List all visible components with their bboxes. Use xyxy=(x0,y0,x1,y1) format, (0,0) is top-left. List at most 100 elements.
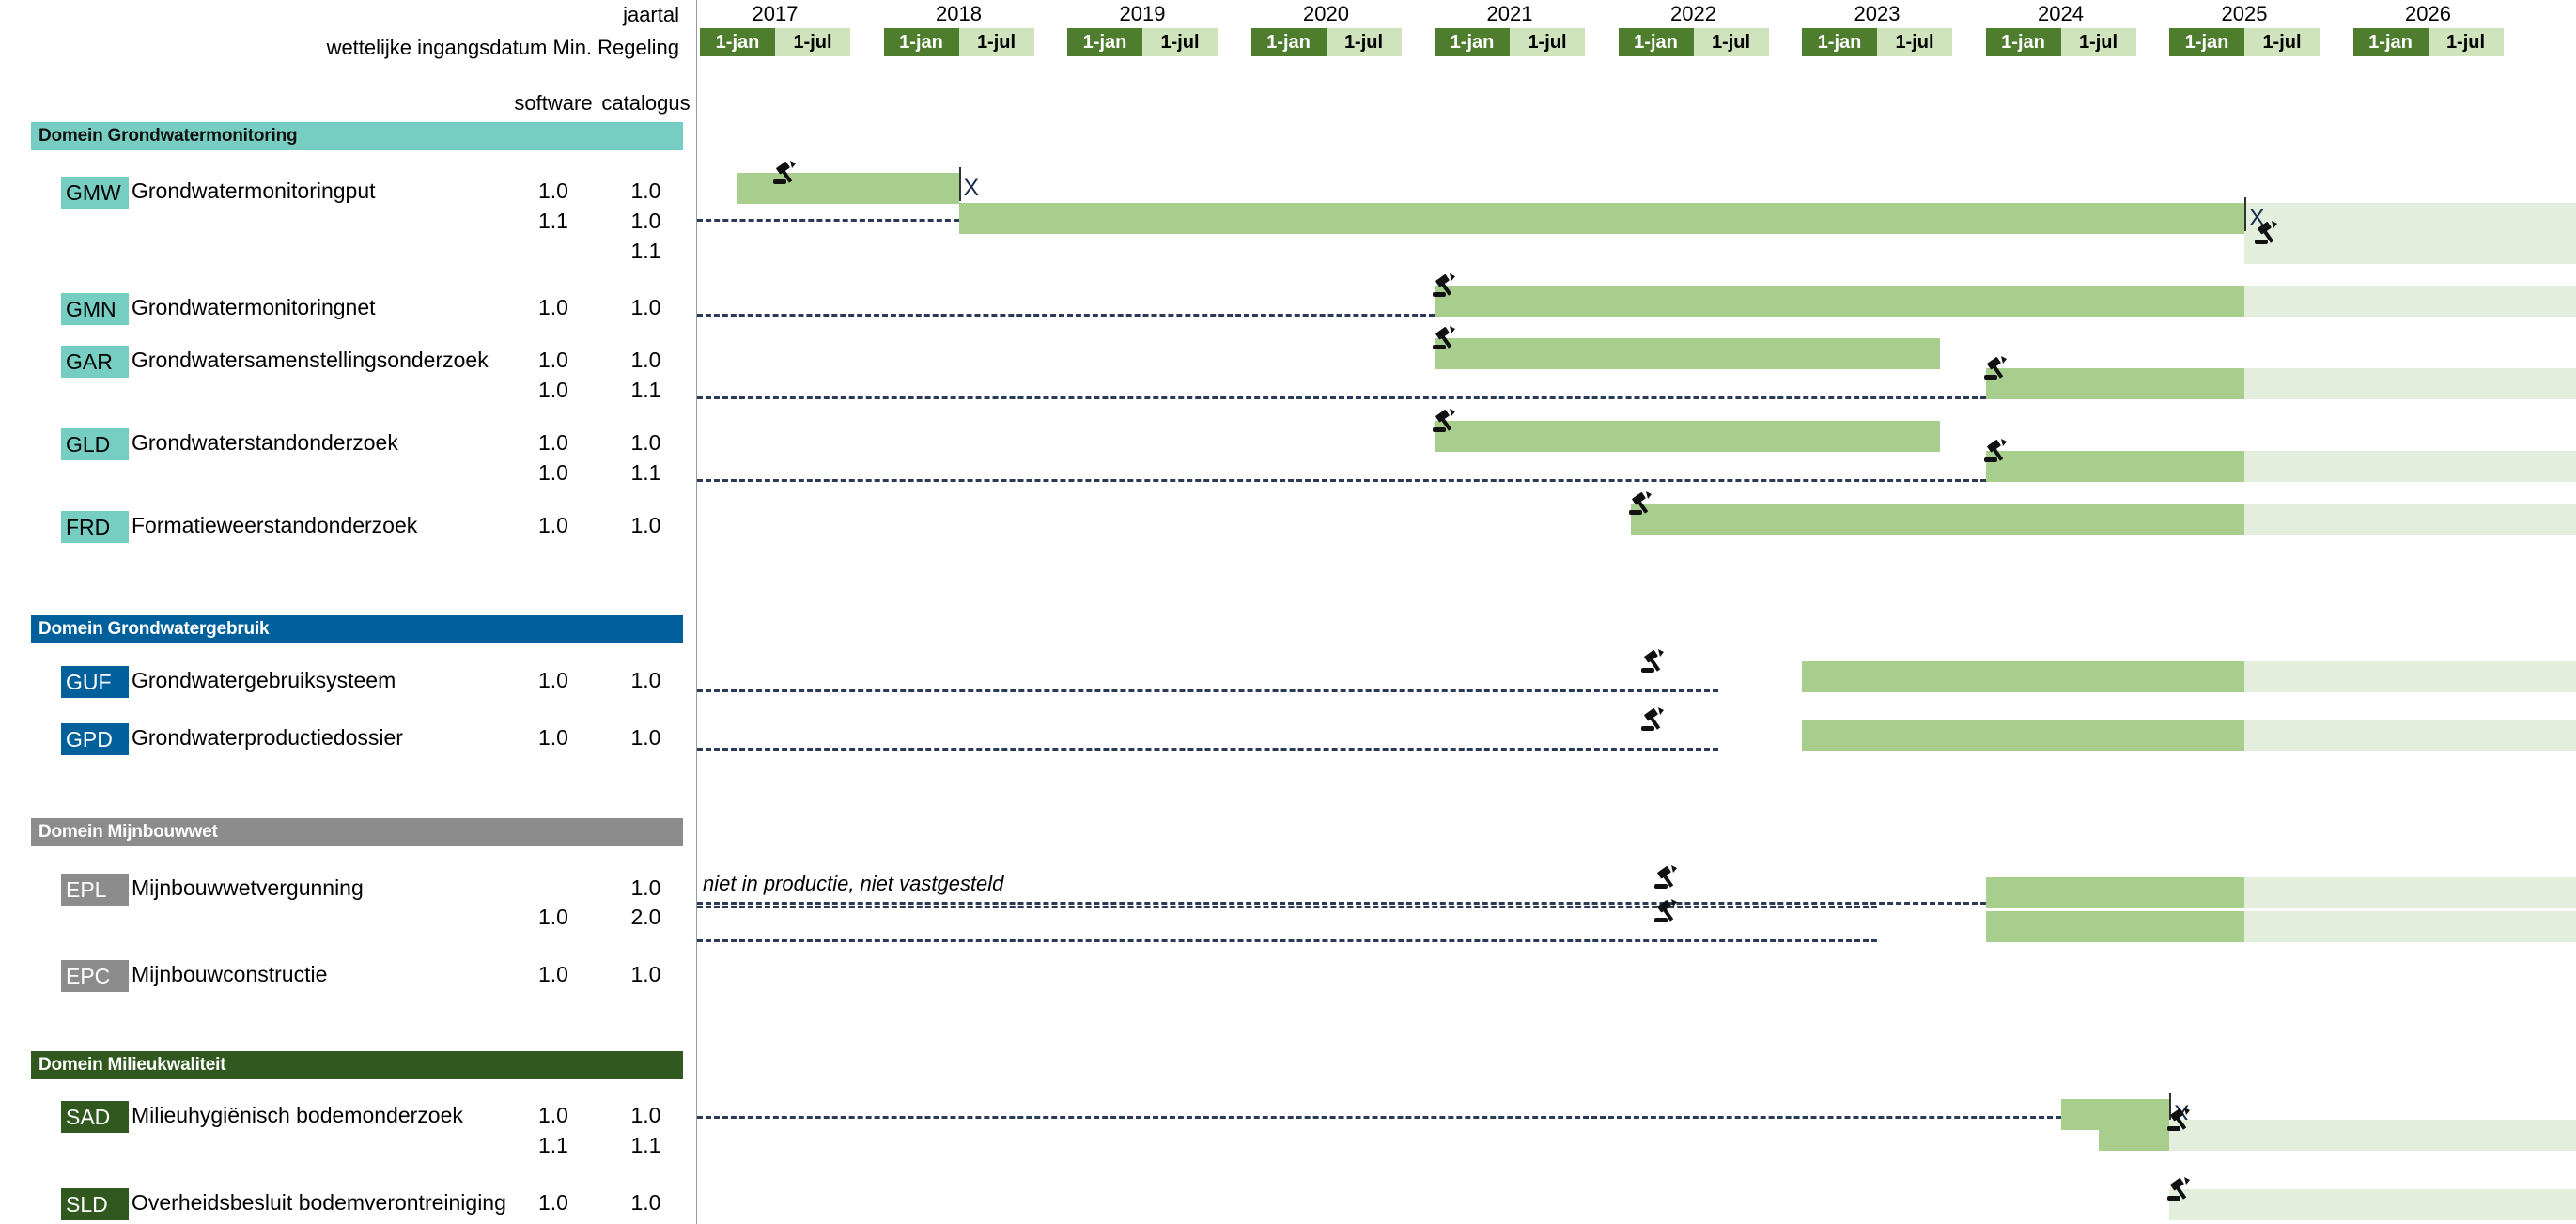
tick-2026-jan[interactable]: 1-jan xyxy=(2352,28,2429,56)
guf-software-v0: 1.0 xyxy=(538,668,568,692)
gavel-icon-epl-v1 xyxy=(1653,864,1684,892)
tick-2024-jan[interactable]: 1-jan xyxy=(1985,28,2061,56)
epc-catalogus-v0: 1.0 xyxy=(630,962,661,986)
dashed-baseline-epl-v1 xyxy=(697,906,1877,908)
tick-2017-jan[interactable]: 1-jan xyxy=(700,28,775,56)
x-marker-gmw-v1: X xyxy=(2249,205,2265,231)
tick-2020-jan[interactable]: 1-jan xyxy=(1250,28,1327,56)
object-code-frd: FRD xyxy=(61,511,129,543)
object-name-gmn: Grondwatermonitoringnet xyxy=(132,295,376,319)
version-boundary-line-gmw-v1 xyxy=(2244,197,2246,231)
dashed-baseline-epl-v0 xyxy=(697,902,2576,905)
bar-light-gld-v1[interactable] xyxy=(2244,451,2576,482)
tick-2017-jul[interactable]: 1-jul xyxy=(775,28,850,56)
bar-solid-epc-v0[interactable] xyxy=(1985,911,2244,942)
bar-solid-guf-v0[interactable] xyxy=(1802,661,2244,692)
bar-light-frd-v0[interactable] xyxy=(2244,504,2576,535)
bar-light-epl-v1[interactable] xyxy=(2244,877,2576,908)
gmw-catalogus-v1: 1.0 xyxy=(630,209,661,233)
tick-2021-jan[interactable]: 1-jan xyxy=(1435,28,1510,56)
tick-2020-jul[interactable]: 1-jul xyxy=(1326,28,1402,56)
domain-band-grondwatermonitoring: Domein Grondwatermonitoring xyxy=(31,122,683,150)
gar-software-v0: 1.0 xyxy=(538,348,568,372)
bar-light-guf-v0[interactable] xyxy=(2244,661,2576,692)
dashed-baseline-epc-v0 xyxy=(697,939,1877,942)
tick-2026-jul[interactable]: 1-jul xyxy=(2428,28,2504,56)
gmw-software-v0: 1.0 xyxy=(538,178,568,203)
catalogus-column-header: catalogus xyxy=(601,91,691,115)
bar-light-sld-v0[interactable] xyxy=(2169,1189,2576,1220)
year-label-2019: 2019 xyxy=(1119,2,1166,25)
object-code-gar: GAR xyxy=(61,346,129,378)
year-label-2021: 2021 xyxy=(1486,2,1533,25)
sld-software-v0: 1.0 xyxy=(538,1190,568,1215)
epl-catalogus-v0: 1.0 xyxy=(630,875,661,900)
gar-software-v1: 1.0 xyxy=(538,378,568,402)
bar-solid-sad-v1[interactable] xyxy=(2098,1120,2169,1151)
jaartal-header-label: jaartal xyxy=(623,3,679,26)
bar-solid-gar-v0[interactable] xyxy=(1435,338,1940,369)
sad-software-v0: 1.0 xyxy=(538,1103,568,1127)
epl-software-v1: 1.0 xyxy=(538,905,568,929)
gld-software-v0: 1.0 xyxy=(538,430,568,455)
bar-solid-gmn-v0[interactable] xyxy=(1435,286,2244,317)
tick-2018-jul[interactable]: 1-jul xyxy=(958,28,1034,56)
bar-solid-gld-v0[interactable] xyxy=(1435,421,1940,452)
gavel-icon-frd-v0 xyxy=(1627,490,1659,519)
bar-solid-gmw-v0[interactable] xyxy=(737,173,959,204)
bar-light-gmn-v0[interactable] xyxy=(2244,286,2576,317)
bar-light-gar-v1[interactable] xyxy=(2244,368,2576,399)
bar-light-sad-v1[interactable] xyxy=(2169,1120,2576,1151)
tick-2025-jan[interactable]: 1-jan xyxy=(2169,28,2244,56)
bar-solid-gpd-v0[interactable] xyxy=(1802,720,2244,751)
tick-2025-jul[interactable]: 1-jul xyxy=(2244,28,2320,56)
bar-light-gmw-v2[interactable] xyxy=(2244,233,2576,264)
object-code-epl: EPL xyxy=(61,874,129,906)
epc-software-v0: 1.0 xyxy=(538,962,568,986)
object-name-frd: Formatieweerstandonderzoek xyxy=(132,513,418,537)
gmw-catalogus-v0: 1.0 xyxy=(630,178,661,203)
tick-2024-jul[interactable]: 1-jul xyxy=(2060,28,2136,56)
tick-2019-jan[interactable]: 1-jan xyxy=(1067,28,1142,56)
dashed-baseline-gar-v1 xyxy=(697,396,1986,399)
object-code-sld: SLD xyxy=(61,1188,129,1220)
bar-solid-gld-v1[interactable] xyxy=(1985,451,2244,482)
object-code-guf: GUF xyxy=(61,666,129,698)
bar-solid-gmw-v1[interactable] xyxy=(958,203,2244,234)
gavel-icon-gar-v1 xyxy=(1982,355,2014,383)
object-name-sad: Milieuhygiënisch bodemonderzoek xyxy=(132,1103,463,1127)
gavel-icon-gpd-v0 xyxy=(1639,706,1671,735)
object-code-gpd: GPD xyxy=(61,723,129,755)
domain-band-mijnbouwwet: Domein Mijnbouwwet xyxy=(31,818,683,846)
bar-light-gmw-v1[interactable] xyxy=(2244,203,2576,234)
tick-2019-jul[interactable]: 1-jul xyxy=(1142,28,1218,56)
tick-2021-jul[interactable]: 1-jul xyxy=(1510,28,1585,56)
bar-solid-frd-v0[interactable] xyxy=(1630,504,2244,535)
tick-2023-jan[interactable]: 1-jan xyxy=(1802,28,1877,56)
tick-2022-jul[interactable]: 1-jul xyxy=(1693,28,1769,56)
gpd-software-v0: 1.0 xyxy=(538,725,568,750)
bar-solid-gar-v1[interactable] xyxy=(1985,368,2244,399)
tick-2022-jan[interactable]: 1-jan xyxy=(1618,28,1694,56)
year-label-2025: 2025 xyxy=(2221,2,2268,25)
tick-2023-jul[interactable]: 1-jul xyxy=(1877,28,1952,56)
gld-catalogus-v1: 1.1 xyxy=(630,460,661,485)
tick-2018-jan[interactable]: 1-jan xyxy=(883,28,959,56)
bar-light-epc-v0[interactable] xyxy=(2244,911,2576,942)
bar-solid-epl-v1[interactable] xyxy=(1985,877,2244,908)
sad-catalogus-v1: 1.1 xyxy=(630,1133,661,1157)
gar-catalogus-v0: 1.0 xyxy=(630,348,661,372)
bar-light-gpd-v0[interactable] xyxy=(2244,720,2576,751)
